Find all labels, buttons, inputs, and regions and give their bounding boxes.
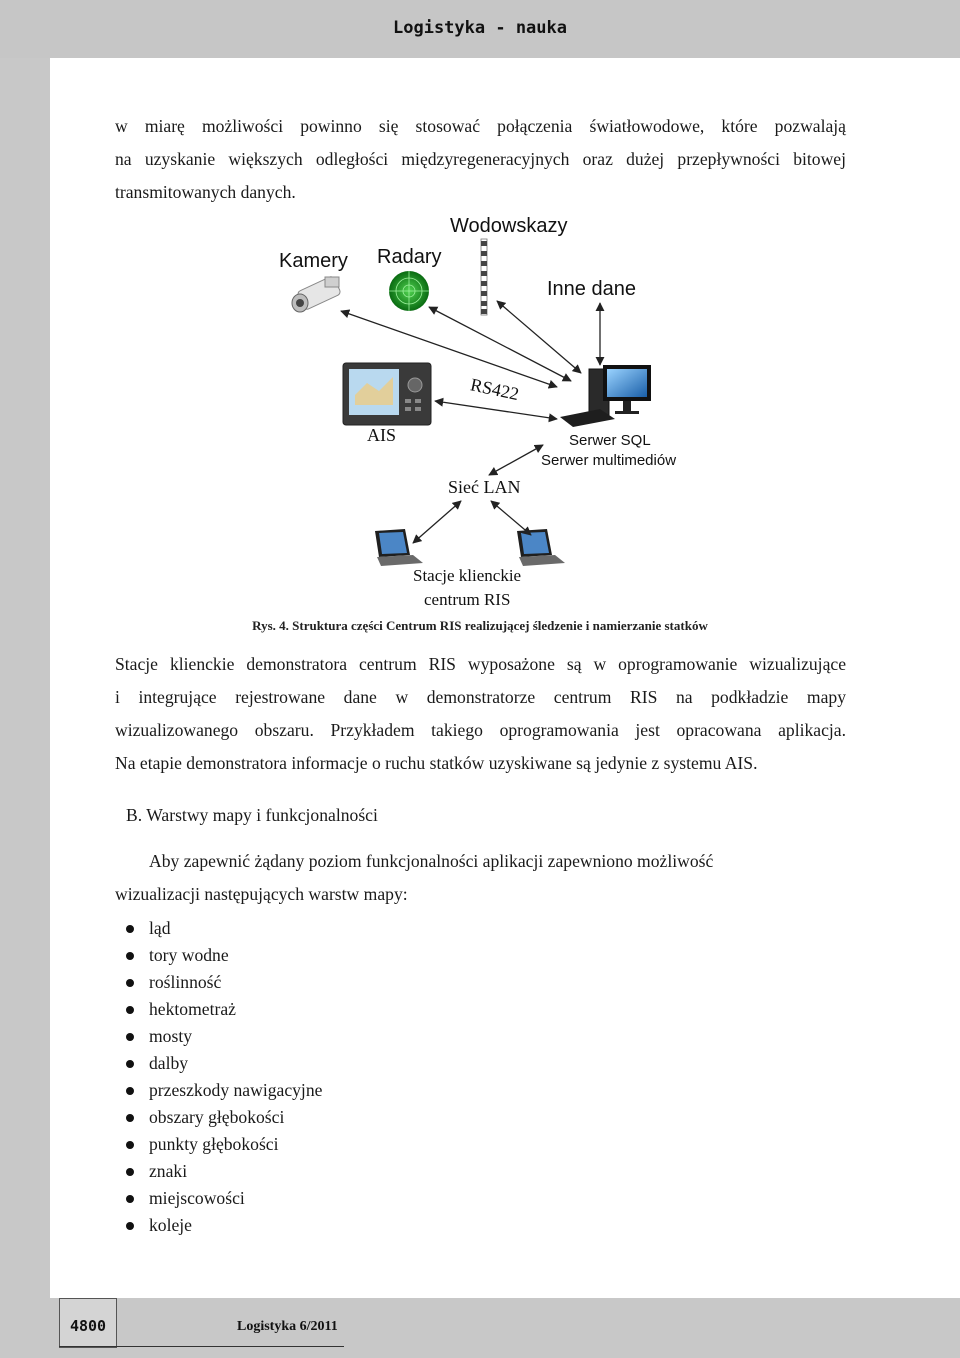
water-gauge-icon (480, 238, 488, 316)
arrow-server-lan (488, 444, 544, 476)
label-serwer-sql: Serwer SQL (569, 432, 651, 449)
label-siec-lan: Sieć LAN (448, 477, 520, 497)
section-heading: B. Warstwy mapy i funkcjonalności (126, 805, 378, 825)
list-item: dalby (120, 1050, 322, 1077)
server-computer-icon (560, 365, 651, 427)
intro-line: na uzyskanie większych odległości między… (115, 149, 846, 169)
laptop-icon (375, 529, 423, 566)
list-item: miejscowości (120, 1185, 322, 1212)
bullet-icon (126, 952, 134, 960)
radar-icon (389, 271, 429, 311)
bullet-icon (126, 1222, 134, 1230)
label-radary: Radary (377, 246, 441, 268)
list-item: roślinność (120, 969, 322, 996)
list-item: znaki (120, 1158, 322, 1185)
label-serwer-multimediow: Serwer multimediów (541, 452, 676, 469)
footer-rule (59, 1346, 344, 1347)
list-item: ląd (120, 915, 322, 942)
left-margin-band (0, 58, 50, 1298)
label-wodowskazy: Wodowskazy (450, 215, 567, 237)
body-line: wizualizowanego obszaru. Przykładem taki… (115, 720, 846, 740)
bullet-icon (126, 1087, 134, 1095)
label-inne-dane: Inne dane (547, 278, 636, 300)
ris-structure-diagram: Kamery Radary Wodowskazy Inne dane (279, 215, 676, 609)
arrow-lan-laptop-left (412, 500, 462, 544)
footer-band (0, 1298, 960, 1358)
bullet-icon (126, 1168, 134, 1176)
layers-paragraph: Aby zapewnić żądany poziom funkcjonalnoś… (115, 845, 846, 911)
body-paragraph: Stacje klienckie demonstratora centrum R… (115, 648, 846, 780)
arrow-lan-laptop-right (490, 500, 532, 536)
page-sheet (50, 58, 960, 1298)
bullet-icon (126, 1141, 134, 1149)
arrow-wodowskazy-server (496, 300, 582, 374)
map-layers-list: ląd tory wodne roślinność hektometraż mo… (120, 915, 322, 1239)
figure-caption: Rys. 4. Struktura części Centrum RIS rea… (252, 618, 708, 633)
arrow-radary-server (428, 306, 572, 382)
page-number-box: 4800 (59, 1298, 117, 1348)
bullet-icon (126, 1114, 134, 1122)
layers-line: Aby zapewnić żądany poziom funkcjonalnoś… (149, 851, 714, 871)
label-kamery: Kamery (279, 250, 348, 272)
list-item: mosty (120, 1023, 322, 1050)
intro-line: transmitowanych danych. (115, 182, 296, 202)
list-item: obszary głębokości (120, 1104, 322, 1131)
body-line: Stacje klienckie demonstratora centrum R… (115, 654, 846, 674)
label-stacje-klienckie: Stacje klienckie (413, 566, 521, 585)
label-centrum-ris: centrum RIS (424, 590, 510, 609)
arrow-ais-server (434, 397, 558, 423)
list-item: hektometraż (120, 996, 322, 1023)
bullet-icon (126, 1195, 134, 1203)
bullet-icon (126, 1033, 134, 1041)
label-ais: AIS (367, 425, 396, 445)
running-header: Logistyka - nauka (393, 18, 567, 38)
camera-icon (291, 276, 341, 313)
list-item: przeszkody nawigacyjne (120, 1077, 322, 1104)
body-line: i integrujące rejestrowane dane w demons… (115, 687, 846, 707)
bullet-icon (126, 1060, 134, 1068)
intro-line: w miarę możliwości powinno się stosować … (115, 116, 846, 136)
body-line: Na etapie demonstratora informacje o ruc… (115, 753, 758, 773)
list-item: tory wodne (120, 942, 322, 969)
bullet-icon (126, 979, 134, 987)
laptop-icon (517, 529, 565, 566)
list-item: punkty głębokości (120, 1131, 322, 1158)
footer-journal: Logistyka 6/2011 (237, 1319, 338, 1334)
ais-device-icon (342, 362, 432, 426)
page-number: 4800 (69, 1317, 107, 1335)
intro-paragraph: w miarę możliwości powinno się stosować … (115, 110, 846, 209)
label-rs422: RS422 (469, 374, 521, 404)
header-band: Logistyka - nauka (0, 0, 960, 58)
list-item: koleje (120, 1212, 322, 1239)
bullet-icon (126, 925, 134, 933)
layers-line: wizualizacji następujących warstw mapy: (115, 884, 408, 904)
bullet-icon (126, 1006, 134, 1014)
